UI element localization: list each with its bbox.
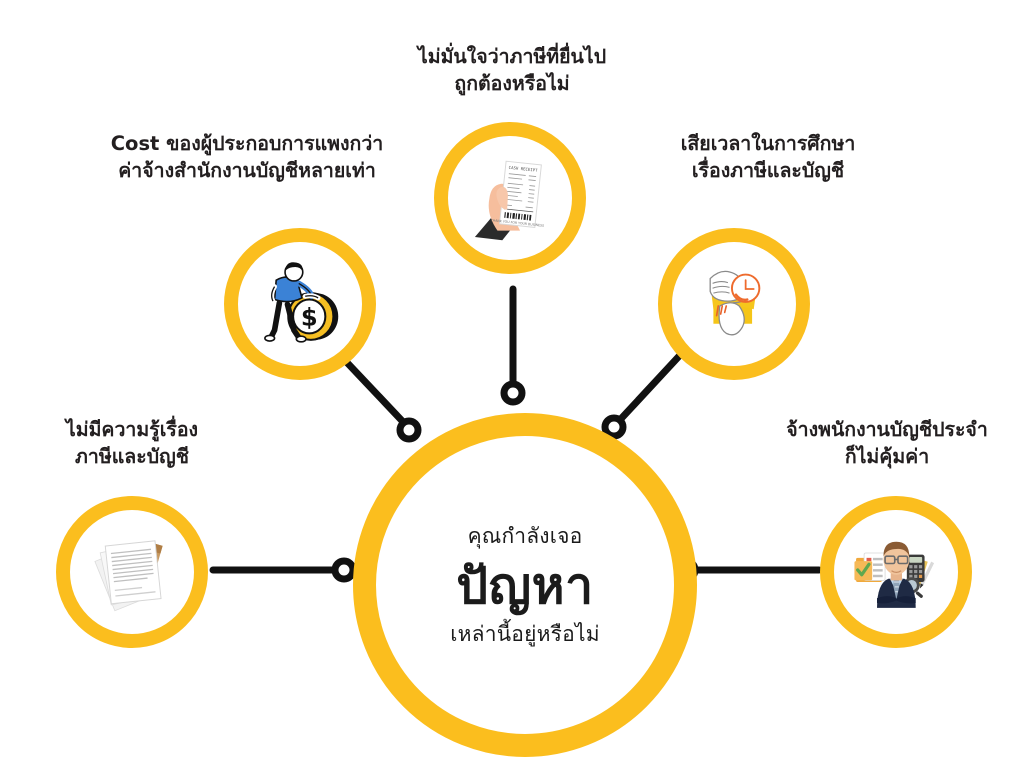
label-cost: Cost ของผู้ประกอบการแพงกว่า ค่าจ้างสำนัก…: [111, 131, 384, 184]
center-hub-line1: คุณกำลังเจอ: [467, 523, 583, 548]
node-docs[interactable]: [56, 496, 208, 648]
label-staff: จ้างพนักงานบัญชีประจำ ก็ไม่คุ้มค่า: [786, 417, 988, 470]
center-hub: คุณกำลังเจอ ปัญหา เหล่านี้อยู่หรือไม่: [353, 413, 697, 757]
label-receipt-line1: ไม่มั่นใจว่าภาษีที่ยื่นไป: [417, 45, 607, 68]
connector-cost: [334, 349, 410, 429]
label-receipt-line2: ถูกต้องหรือไม่: [454, 71, 570, 95]
svg-text:CASH RECEIPT: CASH RECEIPT: [508, 164, 538, 172]
svg-text:THANK YOU FOR YOUR BUSINESS: THANK YOU FOR YOUR BUSINESS: [489, 218, 544, 228]
node-receipt[interactable]: CASH RECEIPT: [434, 122, 586, 274]
label-time-line1: เสียเวลาในการศึกษา: [680, 132, 856, 155]
hand-with-wristwatch-clock-icon: [686, 256, 783, 353]
connector-time: [614, 349, 686, 426]
hand-holding-receipt-icon: CASH RECEIPT: [462, 150, 559, 247]
label-time: เสียเวลาในการศึกษา เรื่องภาษีและบัญชี: [681, 131, 856, 184]
label-time-line2: เรื่องภาษีและบัญชี: [691, 158, 845, 182]
label-docs-line2: ภาษีและบัญชี: [75, 444, 189, 468]
node-time[interactable]: [658, 228, 810, 380]
accountant-with-calculator-icon: [848, 524, 945, 621]
person-pushing-dollar-coin-icon: $: [252, 256, 349, 353]
connector-endpoint-cost: [396, 417, 422, 443]
center-hub-headline: ปัญหา: [456, 556, 594, 615]
node-staff[interactable]: [820, 496, 972, 648]
label-docs: ไม่มีความรู้เรื่อง ภาษีและบัญชี: [66, 417, 198, 470]
svg-text:$: $: [300, 303, 317, 331]
label-receipt: ไม่มั่นใจว่าภาษีที่ยื่นไป ถูกต้องหรือไม่: [418, 44, 606, 97]
connector-endpoint-time: [601, 414, 627, 440]
connector-endpoint-receipt: [500, 380, 526, 406]
label-cost-line2: ค่าจ้างสำนักงานบัญชีหลายเท่า: [118, 158, 376, 182]
documents-with-pencil-icon: [84, 524, 181, 621]
label-docs-line1: ไม่มีความรู้เรื่อง: [65, 418, 199, 441]
label-staff-line1: จ้างพนักงานบัญชีประจำ: [786, 418, 988, 441]
label-cost-line1: Cost ของผู้ประกอบการแพงกว่า: [110, 132, 384, 155]
node-cost[interactable]: $: [224, 228, 376, 380]
center-hub-text: คุณกำลังเจอ ปัญหา เหล่านี้อยู่หรือไม่: [450, 523, 600, 648]
label-staff-line2: ก็ไม่คุ้มค่า: [844, 444, 930, 468]
connector-endpoint-docs: [331, 557, 357, 583]
center-hub-line3: เหล่านี้อยู่หรือไม่: [450, 622, 600, 647]
